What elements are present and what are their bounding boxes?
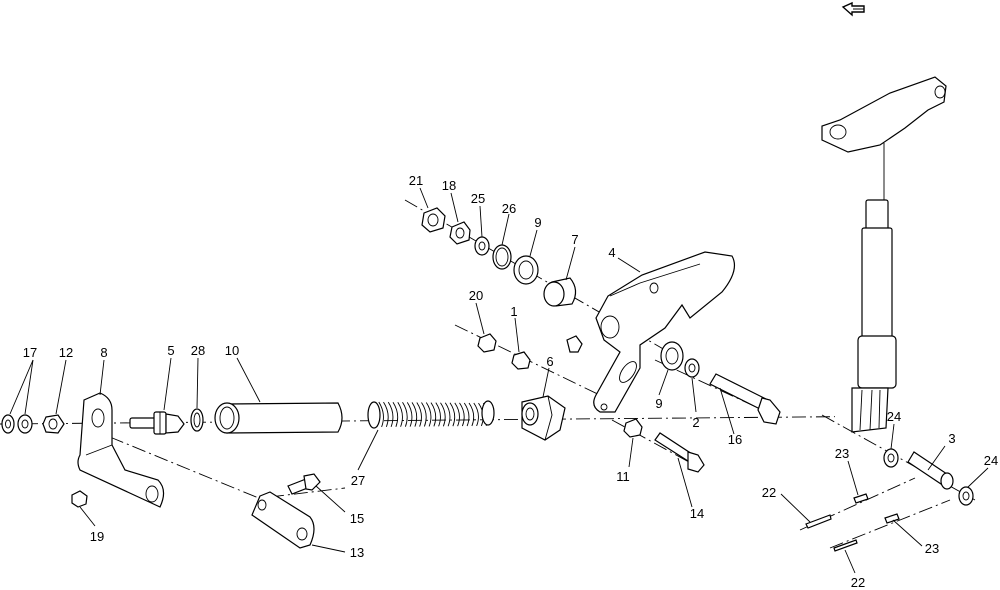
plate-13	[251, 491, 315, 549]
callout-25: 25	[471, 191, 485, 206]
washer-24b	[958, 486, 974, 506]
callout-8: 8	[100, 345, 107, 360]
washer-24a	[883, 448, 899, 468]
callout-3: 3	[948, 431, 955, 446]
callout-26: 26	[502, 201, 516, 216]
nut-20	[477, 333, 497, 353]
callout-23a: 23	[835, 446, 849, 461]
callout-2: 2	[692, 415, 699, 430]
callout-labels: 17 12 8 5 28 10 27 19 15 13 21 18 25 26 …	[23, 173, 998, 590]
bracket-8	[77, 392, 165, 508]
pedal-rod-assembly	[821, 76, 947, 433]
callout-12: 12	[59, 345, 73, 360]
nut-21	[421, 207, 446, 233]
callout-15: 15	[350, 511, 364, 526]
callout-5: 5	[167, 343, 174, 358]
washer-25	[474, 236, 490, 256]
callout-7: 7	[571, 232, 578, 247]
callout-19: 19	[90, 529, 104, 544]
callout-14: 14	[690, 506, 704, 521]
nut-11	[623, 418, 643, 438]
bolt-15	[287, 473, 321, 495]
callout-20: 20	[469, 288, 483, 303]
callout-22a: 22	[762, 485, 776, 500]
spring-27	[367, 400, 495, 429]
callout-27: 27	[351, 473, 365, 488]
sleeve-10	[214, 402, 343, 434]
callout-22b: 22	[851, 575, 865, 590]
leader-lines	[9, 187, 989, 574]
nut-19	[71, 490, 88, 508]
callout-1: 1	[510, 304, 517, 319]
nut-18	[449, 221, 471, 245]
callout-9b: 9	[655, 396, 662, 411]
callout-13: 13	[350, 545, 364, 560]
clip-23a	[853, 493, 869, 504]
washer-17b	[17, 414, 33, 434]
callout-10: 10	[225, 343, 239, 358]
pivot-stud-5	[129, 411, 185, 435]
callout-18: 18	[442, 178, 456, 193]
clevis-6	[521, 395, 566, 441]
callout-21: 21	[409, 173, 423, 188]
callout-16: 16	[728, 432, 742, 447]
bushing-1	[511, 351, 531, 370]
bushing-7	[543, 277, 577, 307]
callout-24a: 24	[887, 409, 901, 424]
fitting-small	[566, 335, 583, 353]
washer-9b	[660, 341, 684, 371]
bolt-16	[709, 373, 781, 425]
cotter-pin-22b	[833, 539, 858, 552]
snap-ring-28	[190, 408, 204, 432]
cotter-pin-22a	[805, 514, 832, 529]
ring-26	[492, 244, 512, 270]
bolt-14	[654, 432, 705, 473]
callout-17: 17	[23, 345, 37, 360]
callout-28: 28	[191, 343, 205, 358]
pin-3	[907, 451, 954, 490]
washer-9a	[513, 255, 539, 285]
callout-4: 4	[608, 245, 615, 260]
lever-4	[593, 251, 735, 413]
washer-17a	[1, 414, 15, 434]
callout-6: 6	[546, 354, 553, 369]
nut-12	[42, 414, 65, 434]
callout-23b: 23	[925, 541, 939, 556]
callout-9a: 9	[534, 215, 541, 230]
callout-11: 11	[616, 469, 630, 484]
arrow-return-icon[interactable]	[841, 1, 865, 17]
clip-23b	[884, 513, 900, 524]
washer-2	[684, 358, 700, 378]
callout-24b: 24	[984, 453, 998, 468]
